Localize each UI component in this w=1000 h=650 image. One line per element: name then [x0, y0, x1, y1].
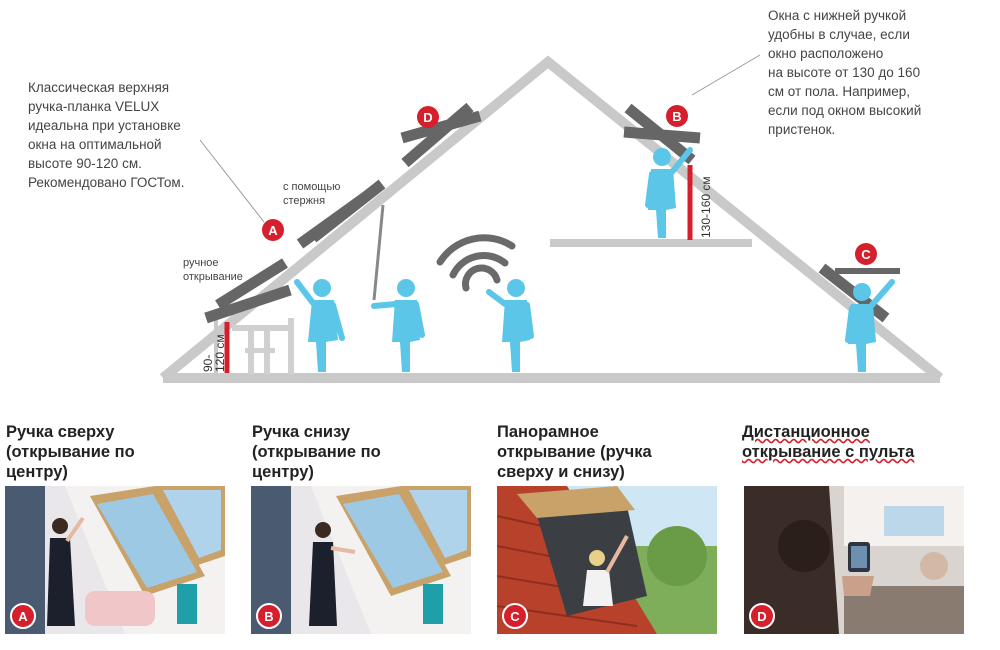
svg-text:C: C	[510, 609, 520, 624]
table-icon	[232, 318, 294, 375]
photo-remote: D	[744, 486, 964, 634]
panel-title-top-handle: Ручка сверху (открывание по центру)	[6, 423, 135, 481]
photo-marker-a: A	[10, 603, 36, 629]
svg-text:B: B	[672, 109, 681, 124]
svg-text:A: A	[18, 609, 28, 624]
opening-rod	[372, 204, 385, 301]
height-label-a: 90- 120 см	[201, 334, 227, 372]
marker-c: C	[855, 243, 877, 265]
wifi-icon	[436, 234, 516, 292]
photo-marker-d: D	[749, 603, 775, 629]
height-label-b: 130-160 см	[699, 176, 713, 238]
photo-marker-b: B	[256, 603, 282, 629]
svg-text:B: B	[264, 609, 273, 624]
label-manual-opening: ручное открывание	[183, 257, 243, 283]
photo-panoramic: C	[497, 486, 717, 634]
panel-title-remote: Дистанционное открывание с пульта	[742, 423, 915, 461]
svg-text:C: C	[861, 247, 871, 262]
svg-text:A: A	[268, 223, 278, 238]
person-figures	[294, 147, 895, 372]
label-rod-opening: с помощью стержня	[283, 181, 343, 207]
svg-text:D: D	[757, 609, 766, 624]
note-top-handle: Классическая верхняя ручка-планка VELUX …	[28, 80, 185, 190]
roof-diagram: 90- 120 см 130-160 см ручное откры	[159, 54, 944, 383]
note-bottom-handle: Окна с нижней ручкой удобны в случае, ес…	[768, 8, 922, 137]
marker-d: D	[417, 106, 439, 128]
photo-top-handle: A	[5, 486, 225, 634]
leader-line-b	[691, 54, 761, 96]
leader-line-a	[199, 139, 265, 223]
panel-title-bottom-handle: Ручка снизу (открывание по центру)	[252, 423, 381, 481]
window-bars	[204, 102, 890, 324]
roof-outline	[159, 55, 944, 383]
marker-b: B	[666, 105, 688, 127]
photo-bottom-handle: B	[251, 486, 471, 634]
marker-a: A	[262, 219, 284, 241]
photo-marker-c: C	[502, 603, 528, 629]
svg-text:D: D	[423, 110, 432, 125]
panel-title-panoramic: Панорамное открывание (ручка сверху и сн…	[497, 423, 652, 481]
